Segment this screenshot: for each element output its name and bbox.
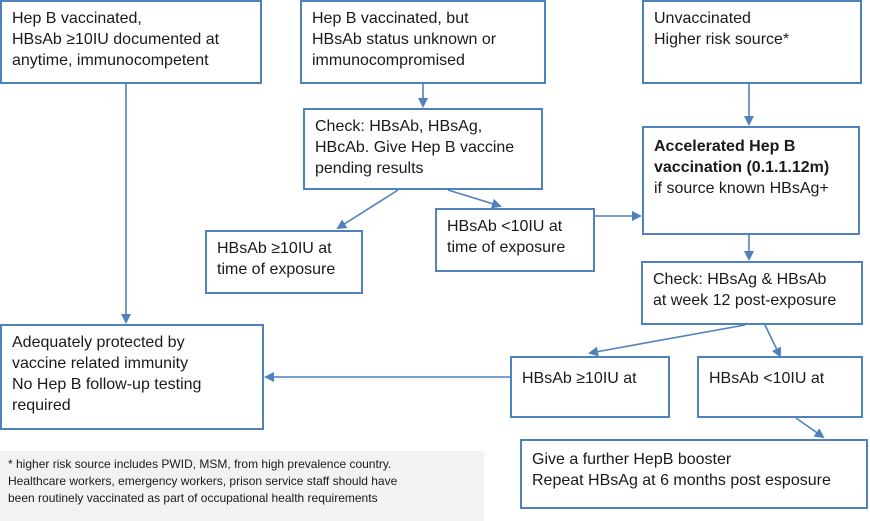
box-unvaccinated: Unvaccinated Higher risk source* (642, 0, 862, 84)
arrow-week12-to-lt10at (764, 324, 782, 358)
box-hbsab-ge10-exposure: HBsAb ≥10IU at time of exposure (205, 230, 363, 294)
box-further-booster: Give a further HepB booster Repeat HBsAg… (520, 439, 868, 509)
box-hbsab-lt10-at: HBsAb <10IU at (697, 356, 863, 418)
box-check-hbsab: Check: HBsAb, HBsAg, HBcAb. Give Hep B v… (303, 108, 543, 190)
box-adequately-protected: Adequately protected by vaccine related … (0, 324, 264, 430)
arrow-check-to-lt10 (447, 189, 502, 209)
box-accelerated-vaccination: Accelerated Hep B vaccination (0.1.1.12m… (642, 126, 860, 235)
arrow-lt10at-to-booster (795, 417, 825, 439)
footnote-higher-risk-source: * higher risk source includes PWID, MSM,… (0, 451, 484, 521)
arrow-check-to-ge10 (336, 189, 399, 230)
box-hbsab-lt10-exposure: HBsAb <10IU at time of exposure (435, 208, 595, 272)
box-check-week12: Check: HBsAg & HBsAb at week 12 post-exp… (641, 261, 863, 325)
arrow-week12-to-ge10at (588, 324, 746, 357)
box-vaccinated-documented: Hep B vaccinated, HBsAb ≥10IU documented… (0, 0, 262, 84)
box-vaccinated-unknown: Hep B vaccinated, but HBsAb status unkno… (300, 0, 546, 84)
box-hbsab-ge10-at: HBsAb ≥10IU at (510, 356, 670, 418)
